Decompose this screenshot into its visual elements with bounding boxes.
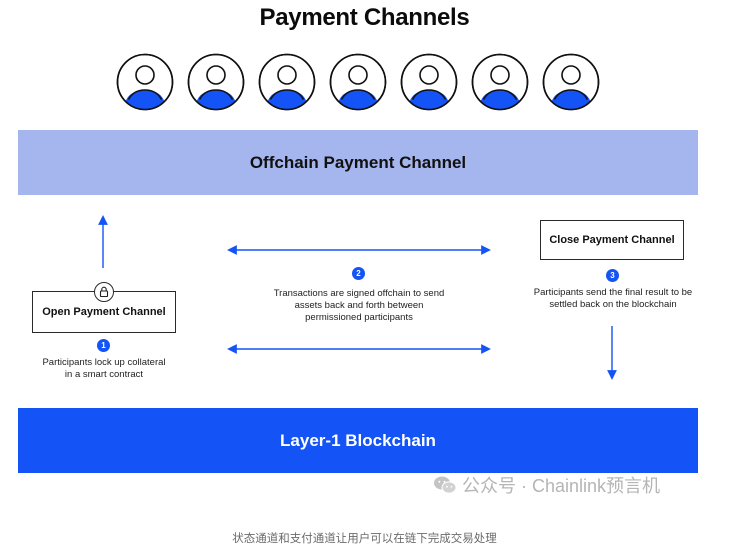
lock-icon xyxy=(94,282,114,302)
layer-1-blockchain-band: Layer-1 Blockchain xyxy=(18,408,698,473)
close-payment-channel-box: Close Payment Channel xyxy=(540,220,684,260)
user-avatar-icon xyxy=(542,53,600,111)
close-payment-channel-label: Close Payment Channel xyxy=(549,234,675,246)
step-1-description-line: in a smart contract xyxy=(64,369,144,380)
step-2-description-line: permissioned participants xyxy=(305,312,413,323)
diagram-title: Payment Channels xyxy=(259,4,470,31)
step-1-description-line: Participants lock up collateral xyxy=(42,357,166,368)
step-3-description-line: Participants send the final result to be xyxy=(533,287,693,298)
step-3-description-line: settled back on the blockchain xyxy=(549,299,677,310)
offchain-band-label: Offchain Payment Channel xyxy=(249,152,467,172)
layer-1-band-label: Layer-1 Blockchain xyxy=(280,430,436,450)
user-avatar-icon xyxy=(116,53,174,111)
watermark: 公众号 · Chainlink预言机 xyxy=(433,474,660,496)
step-3-description: Participants send the final result to be… xyxy=(522,287,704,311)
step-1-description: Participants lock up collateral in a sma… xyxy=(20,357,188,381)
user-avatar-icon xyxy=(400,53,458,111)
step-2-description: Transactions are signed offchain to send… xyxy=(256,288,462,324)
step-2-description-line: assets back and forth between xyxy=(294,300,424,311)
step-1-badge: 1 xyxy=(97,339,110,352)
user-avatar-icon xyxy=(258,53,316,111)
wechat-icon xyxy=(433,475,457,495)
step-3-badge: 3 xyxy=(606,269,619,282)
watermark-text: 公众号 · Chainlink预言机 xyxy=(462,476,661,496)
step-2-badge: 2 xyxy=(352,267,365,280)
image-caption: 状态通道和支付通道让用户可以在链下完成交易处理 xyxy=(232,533,497,545)
offchain-payment-channel-band: Offchain Payment Channel xyxy=(18,130,698,195)
user-avatar-icon xyxy=(471,53,529,111)
step-2-description-line: Transactions are signed offchain to send xyxy=(273,288,445,299)
user-avatar-icon xyxy=(187,53,245,111)
user-avatar-icon xyxy=(329,53,387,111)
open-payment-channel-label: Open Payment Channel xyxy=(42,306,166,318)
